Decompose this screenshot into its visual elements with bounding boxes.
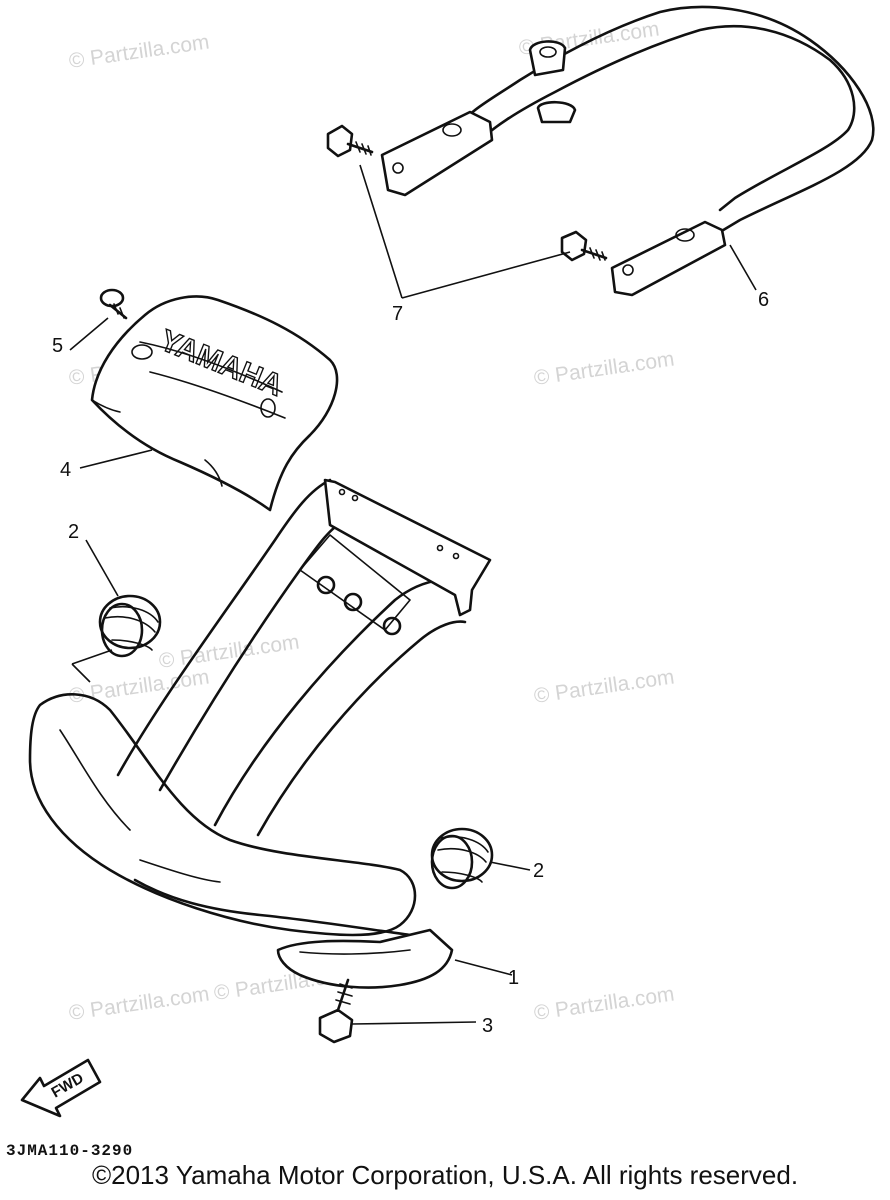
skid-plate-part	[276, 928, 454, 989]
callout-layer: 1 2 2 3 4 5 6 7	[52, 289, 769, 1037]
grab-bar-part	[380, 5, 875, 297]
copyright-notice: ©2013 Yamaha Motor Corporation, U.S.A. A…	[91, 1160, 799, 1190]
watermark: © Partzilla.com	[67, 30, 210, 72]
diagram-code: 3JMA110-3290	[6, 1142, 134, 1160]
bolt-part	[326, 124, 374, 158]
bolt-part	[318, 978, 354, 1044]
bolt-part	[560, 230, 608, 262]
fwd-arrow: FWD	[20, 1058, 102, 1118]
callout-2: 2	[533, 860, 544, 882]
callout-6: 6	[758, 289, 769, 311]
frame-part	[28, 478, 492, 937]
watermark: © Partzilla.com	[157, 630, 300, 672]
screw-part	[99, 288, 128, 320]
leader-lines	[69, 164, 757, 1025]
callout-1: 1	[508, 967, 519, 989]
callout-7: 7	[392, 303, 403, 325]
watermark: © Partzilla.com	[532, 665, 675, 707]
callout-2: 2	[68, 521, 79, 543]
grommet-part	[430, 827, 494, 890]
callout-4: 4	[60, 459, 71, 481]
callout-3: 3	[482, 1015, 493, 1037]
watermark: © Partzilla.com	[67, 665, 210, 707]
watermark: © Partzilla.com	[532, 982, 675, 1024]
watermark: © Partzilla.com	[67, 982, 210, 1024]
watermark: © Partzilla.com	[532, 347, 675, 389]
cover-part: YAMAHA	[90, 295, 339, 512]
callout-5: 5	[52, 335, 63, 357]
grommet-part	[98, 594, 162, 658]
